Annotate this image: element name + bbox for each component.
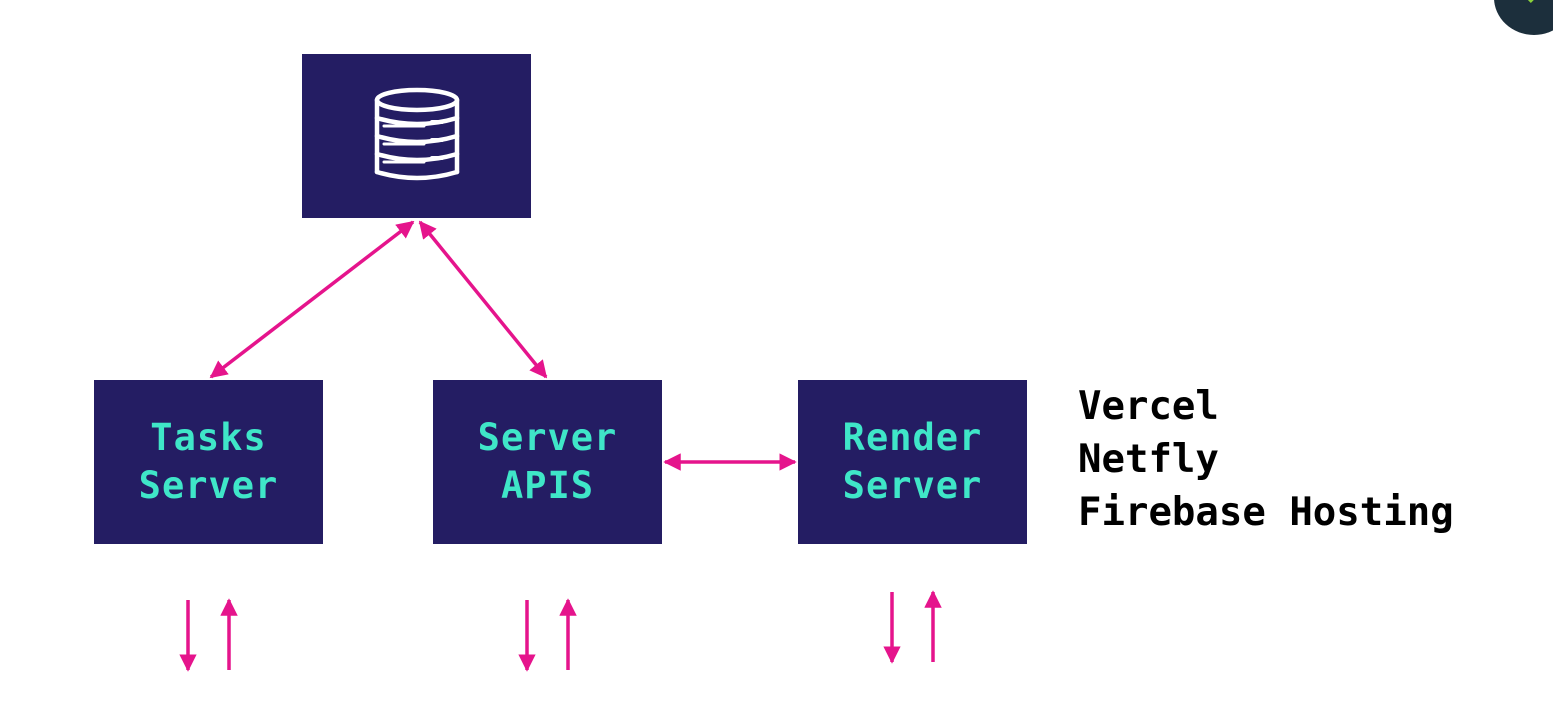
database-node: [302, 54, 531, 218]
database-icon: [374, 87, 459, 181]
db-tasks-arrow: [209, 220, 415, 379]
db-apis-arrow: [418, 220, 548, 379]
node-label-line: Server: [842, 464, 983, 507]
node-label-line: APIS: [500, 464, 595, 507]
check-icon: [1516, 0, 1553, 3]
render-server-node: Render Server: [798, 380, 1027, 544]
node-label-line: Tasks: [150, 416, 267, 459]
hosting-option: Vercel: [1078, 384, 1219, 429]
node-label-line: Server: [477, 416, 618, 459]
hosting-option: Firebase Hosting: [1078, 490, 1454, 535]
hosting-option: Netfly: [1078, 437, 1219, 482]
tasks-server-node: Tasks Server: [94, 380, 323, 544]
hosting-options-list: Vercel Netfly Firebase Hosting: [1078, 380, 1454, 539]
server-apis-node: Server APIS: [433, 380, 662, 544]
node-label-line: Render: [842, 416, 983, 459]
corner-badge-icon: [1494, 0, 1553, 35]
node-label-line: Server: [138, 464, 279, 507]
